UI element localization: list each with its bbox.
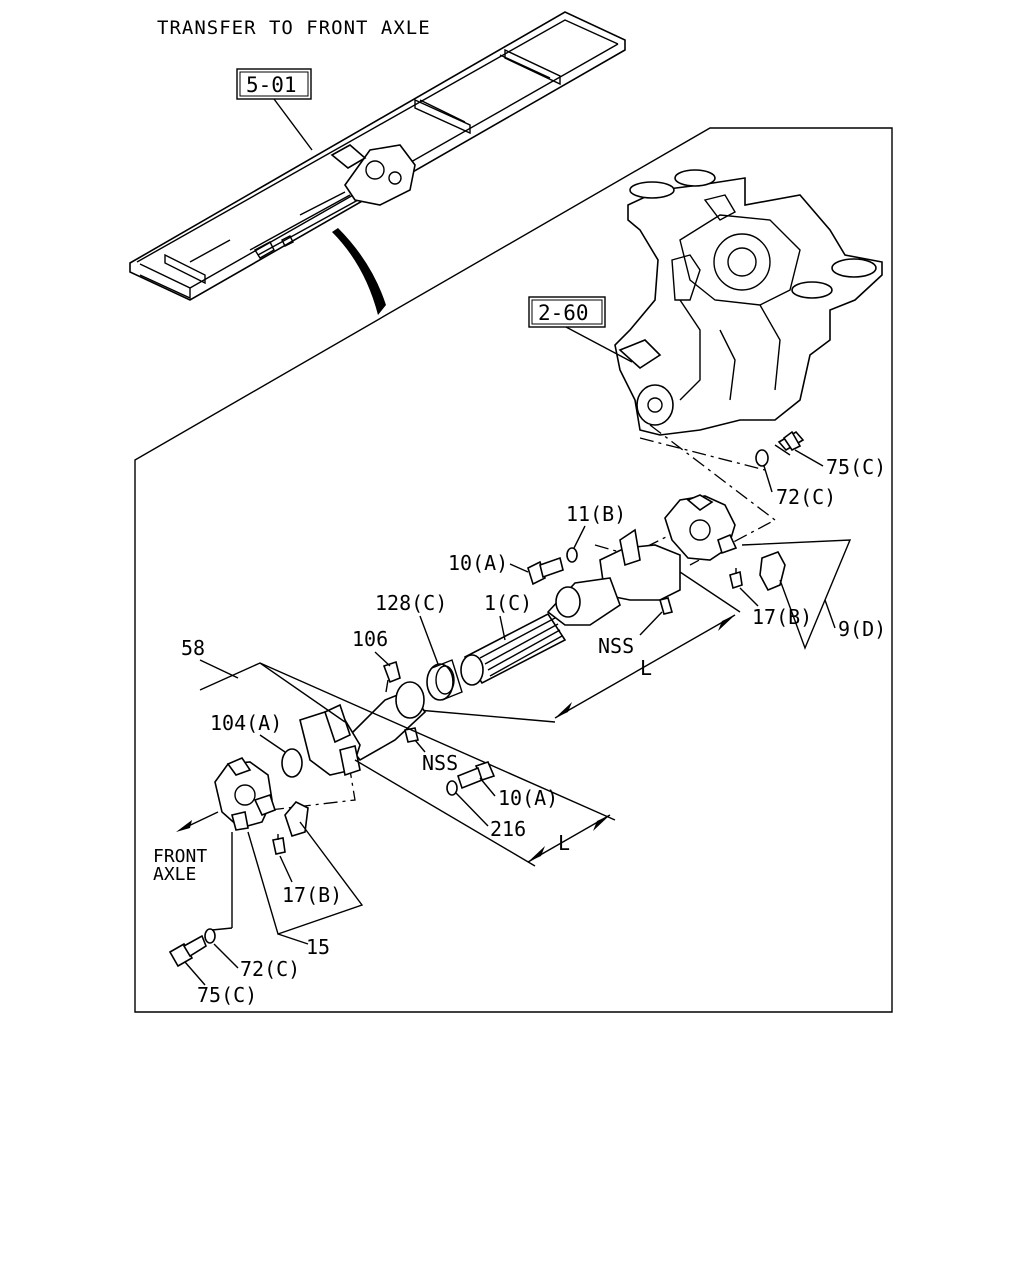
nipple-17b-right[interactable]: 17(B) bbox=[729, 568, 812, 629]
propeller-shaft-58[interactable]: 58 bbox=[181, 636, 616, 821]
label-106: 106 bbox=[352, 627, 388, 651]
label-75c-bottom: 75(C) bbox=[197, 983, 257, 1007]
diagram-title: TRANSFER TO FRONT AXLE bbox=[157, 17, 431, 39]
front-axle-line1: FRONT bbox=[153, 846, 207, 867]
dimension-l-lower: L bbox=[354, 759, 611, 867]
nipple-17b-left[interactable]: 17(B) bbox=[272, 834, 342, 907]
frame-ref-label: 5-01 bbox=[246, 73, 297, 97]
universal-joint-15[interactable]: 15 bbox=[214, 757, 364, 959]
seal-128c[interactable]: 128(C) bbox=[375, 591, 463, 701]
transfer-reference[interactable]: 2-60 bbox=[528, 296, 633, 363]
washer-72c-top[interactable]: 72(C) bbox=[755, 449, 836, 509]
washer-72c-bottom[interactable]: 72(C) bbox=[204, 832, 300, 981]
detail-arrow bbox=[332, 228, 386, 315]
label-75c-top: 75(C) bbox=[826, 455, 886, 479]
front-axle-line2: AXLE bbox=[153, 864, 196, 885]
fitting-106[interactable]: 106 bbox=[352, 627, 401, 693]
transfer-case-illustration[interactable] bbox=[614, 169, 883, 436]
dimension-l-top: L bbox=[417, 571, 741, 723]
label-9d: 9(D) bbox=[838, 617, 886, 641]
label-17b-left: 17(B) bbox=[282, 883, 342, 907]
label-17b-right: 17(B) bbox=[752, 605, 812, 629]
bolt-75c-bottom[interactable]: 75(C) bbox=[168, 934, 257, 1007]
label-216: 216 bbox=[490, 817, 526, 841]
label-1c: 1(C) bbox=[484, 591, 532, 615]
label-15: 15 bbox=[306, 935, 330, 959]
label-l-lower: L bbox=[558, 831, 570, 855]
detail-outline bbox=[134, 127, 893, 1013]
label-104a: 104(A) bbox=[210, 711, 282, 735]
label-l-top: L bbox=[640, 656, 652, 680]
shaft-1c[interactable]: 1(C) bbox=[460, 577, 621, 686]
centerline-top bbox=[639, 437, 766, 471]
flange-9d[interactable]: 9(D) bbox=[664, 494, 886, 650]
bolt-10a-lower[interactable]: 10(A) bbox=[457, 761, 558, 810]
bolt-75c-top[interactable]: 75(C) bbox=[774, 430, 886, 479]
label-nss-top: NSS bbox=[598, 634, 634, 658]
frame-reference[interactable]: 5-01 bbox=[236, 68, 313, 151]
label-58: 58 bbox=[181, 636, 205, 660]
label-72c-top: 72(C) bbox=[776, 485, 836, 509]
washer-216[interactable]: 216 bbox=[446, 780, 526, 841]
plug-104a[interactable]: 104(A) bbox=[210, 711, 303, 778]
transfer-ref-label: 2-60 bbox=[538, 301, 589, 325]
front-axle-indicator: FRONT AXLE bbox=[153, 811, 219, 885]
label-72c-bottom: 72(C) bbox=[240, 957, 300, 981]
centerline-lower bbox=[269, 769, 356, 811]
washer-11b[interactable]: 11(B) bbox=[566, 502, 626, 563]
bolt-10a-top[interactable]: 10(A) bbox=[448, 551, 564, 586]
label-128c: 128(C) bbox=[375, 591, 447, 615]
label-10a-top: 10(A) bbox=[448, 551, 508, 575]
slip-yoke[interactable] bbox=[599, 528, 681, 615]
chassis-frame-illustration bbox=[129, 11, 626, 301]
label-11b: 11(B) bbox=[566, 502, 626, 526]
label-10a-lower: 10(A) bbox=[498, 786, 558, 810]
label-nss-lower: NSS bbox=[422, 751, 458, 775]
